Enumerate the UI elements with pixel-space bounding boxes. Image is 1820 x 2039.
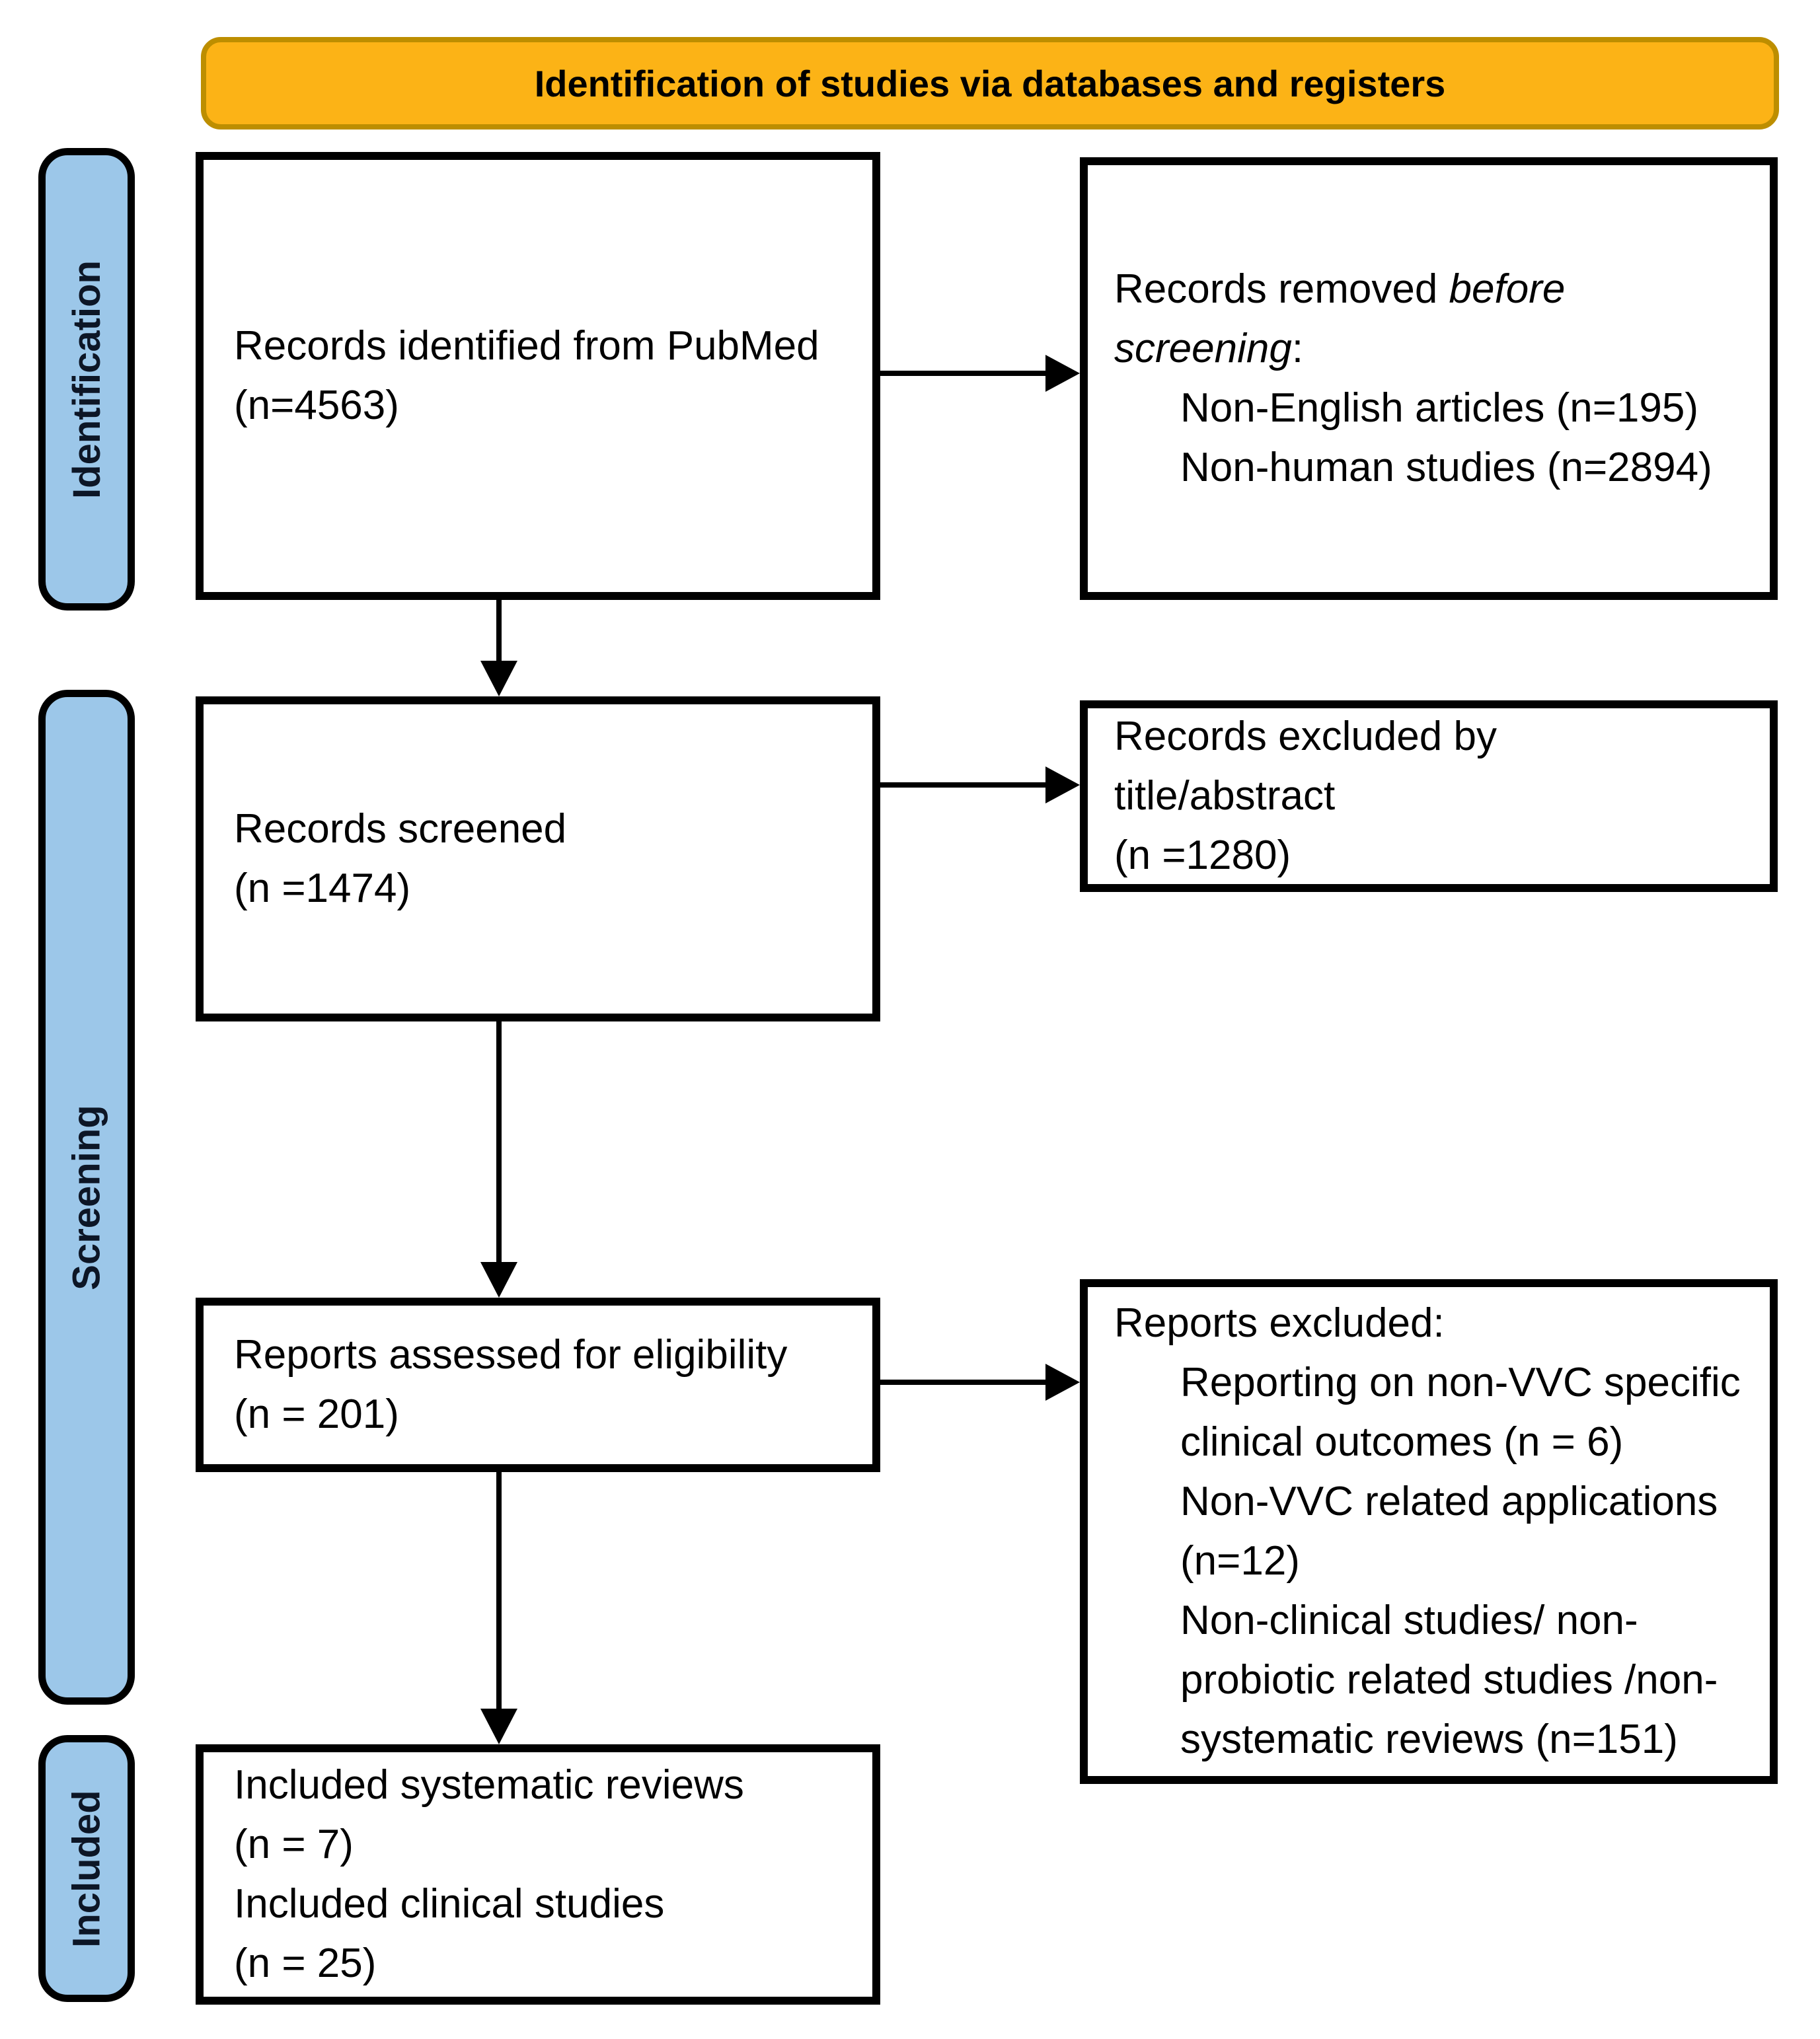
box-text-line: probiotic related studies /non- xyxy=(1180,1657,1718,1703)
box-text-line: Non-English articles (n=195) xyxy=(1180,385,1698,431)
box-text-line: (n=4563) xyxy=(234,383,399,428)
box-text-line: Reporting on non-VVC specific xyxy=(1180,1360,1741,1405)
arrowhead-right-icon xyxy=(1045,1364,1080,1401)
box-text-line: Records excluded by xyxy=(1114,714,1497,759)
box-text-line: Records identified from PubMed xyxy=(234,323,819,369)
box-records-screened: Records screened (n =1474) xyxy=(196,696,880,1021)
text-run-italic: before xyxy=(1449,266,1566,312)
box-text-line: Records removed before xyxy=(1114,260,1758,319)
box-text-line: clinical outcomes (n = 6) xyxy=(1180,1419,1624,1465)
box-reports-assessed: Reports assessed for eligibility (n = 20… xyxy=(196,1298,880,1472)
stage-included-label: Included xyxy=(65,1789,108,1948)
text-run: Records removed xyxy=(1114,266,1449,312)
arrow-stem xyxy=(496,1472,502,1711)
box-records-removed: Records removed before screening: Non-En… xyxy=(1080,157,1778,600)
box-text-line: Reports excluded: xyxy=(1114,1300,1445,1346)
banner-title: Identification of studies via databases … xyxy=(201,37,1779,130)
box-text-line: (n=12) xyxy=(1180,1538,1300,1584)
stage-screening: Screening xyxy=(38,690,135,1705)
arrow-stem xyxy=(880,1380,1047,1385)
box-text-line: Records screened xyxy=(234,806,567,852)
box-included-studies: Included systematic reviews (n = 7) Incl… xyxy=(196,1744,880,2005)
box-text-line: Non-clinical studies/ non- xyxy=(1180,1598,1638,1643)
arrow-stem xyxy=(496,1021,502,1265)
arrowhead-down-icon xyxy=(480,1709,517,1744)
text-run: : xyxy=(1291,326,1304,371)
box-text-line: screening: xyxy=(1114,319,1758,379)
box-text-line: Included systematic reviews xyxy=(234,1762,744,1808)
box-text-line: Non-VVC related applications xyxy=(1180,1479,1718,1524)
box-text-line: (n = 7) xyxy=(234,1822,354,1867)
arrowhead-down-icon xyxy=(480,661,517,696)
box-text-line: (n = 201) xyxy=(234,1391,399,1437)
text-run-italic: screening xyxy=(1114,326,1292,371)
box-records-identified: Records identified from PubMed (n=4563) xyxy=(196,152,880,600)
stage-included: Included xyxy=(38,1735,135,2002)
arrow-stem xyxy=(880,782,1047,788)
stage-identification: Identification xyxy=(38,148,135,611)
box-text-line: Reports assessed for eligibility xyxy=(234,1332,788,1378)
box-text-line: Non-human studies (n=2894) xyxy=(1180,445,1712,490)
box-text-line: (n =1474) xyxy=(234,866,411,911)
box-text-line: (n = 25) xyxy=(234,1941,377,1986)
stage-screening-label: Screening xyxy=(65,1104,108,1290)
arrowhead-right-icon xyxy=(1045,355,1080,392)
banner-title-text: Identification of studies via databases … xyxy=(534,62,1446,104)
arrow-stem xyxy=(496,600,502,663)
arrow-stem xyxy=(880,371,1047,376)
arrowhead-right-icon xyxy=(1045,766,1080,803)
box-text-line: title/abstract xyxy=(1114,773,1336,819)
box-reports-excluded: Reports excluded: Reporting on non-VVC s… xyxy=(1080,1279,1778,1784)
box-records-excluded: Records excluded by title/abstract (n =1… xyxy=(1080,700,1778,892)
box-text-line: Included clinical studies xyxy=(234,1881,665,1927)
arrowhead-down-icon xyxy=(480,1262,517,1298)
box-text-line: (n =1280) xyxy=(1114,833,1291,878)
box-text-line: systematic reviews (n=151) xyxy=(1180,1717,1678,1762)
stage-identification-label: Identification xyxy=(65,260,108,499)
